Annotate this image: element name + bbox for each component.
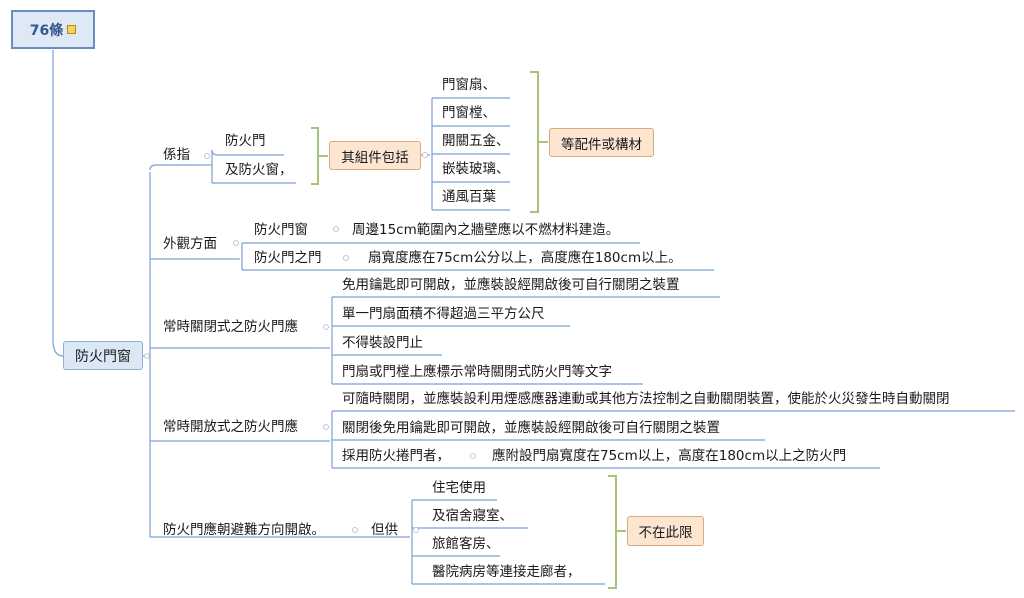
component-item[interactable]: 通風百葉 (442, 189, 496, 205)
branch2-row-text[interactable]: 周邊15cm範圍內之牆壁應以不燃材料建造。 (352, 222, 620, 238)
branch2-row-text[interactable]: 扇寬度應在75cm公分以上，高度應在180cm以上。 (368, 250, 682, 266)
branch4-item[interactable]: 可隨時關閉，並應裝設利用煙感應器連動或其他方法控制之自動關閉裝置，使能於火災發生… (342, 391, 950, 407)
branch5-sub-label[interactable]: 但供 (371, 522, 398, 538)
component-item[interactable]: 嵌裝玻璃、 (442, 161, 510, 177)
branch5-item[interactable]: 醫院病房等連接走廊者， (432, 564, 581, 580)
branch1-item-window[interactable]: 及防火窗， (225, 162, 293, 178)
note-icon[interactable] (67, 25, 77, 34)
branch3-item[interactable]: 門扇或門樘上應標示常時關閉式防火門等文字 (342, 364, 612, 380)
branch5-label[interactable]: 防火門應朝避難方向開啟。 (163, 522, 325, 538)
components-group-box[interactable]: 其組件包括 (329, 141, 421, 170)
branch3-item[interactable]: 不得裝設門止 (342, 335, 423, 351)
component-item[interactable]: 開關五金、 (442, 133, 510, 149)
branch4-shutter-label[interactable]: 採用防火捲門者， (342, 448, 450, 464)
exception-summary-label: 不在此限 (638, 525, 693, 541)
components-group-label: 其組件包括 (341, 149, 409, 166)
branch2-label[interactable]: 外觀方面 (163, 236, 217, 252)
branch4-item[interactable]: 關閉後免用鑰匙即可開啟，並應裝設經開啟後可自行關閉之裝置 (342, 420, 720, 436)
branch1-item-door[interactable]: 防火門 (225, 133, 266, 149)
root-topic-label: 76條 (29, 22, 64, 39)
branch3-label[interactable]: 常時關閉式之防火門應 (163, 319, 298, 335)
branch2-row-label[interactable]: 防火門窗 (254, 222, 308, 238)
branch1-label[interactable]: 係指 (163, 147, 190, 163)
main-topic-label: 防火門窗 (75, 348, 131, 365)
branch5-item[interactable]: 及宿舍寢室、 (432, 508, 513, 524)
branch3-item[interactable]: 單一門扇面積不得超過三平方公尺 (342, 306, 545, 322)
main-topic[interactable]: 防火門窗 (63, 341, 143, 370)
branch3-item[interactable]: 免用鑰匙即可開啟，並應裝設經開啟後可自行關閉之裝置 (342, 277, 680, 293)
component-item[interactable]: 門窗樘、 (442, 105, 496, 121)
branch2-row-label[interactable]: 防火門之門 (254, 250, 322, 266)
component-item[interactable]: 門窗扇、 (442, 77, 496, 93)
branch5-item[interactable]: 旅館客房、 (432, 536, 500, 552)
components-summary-label: 等配件或構材 (561, 136, 642, 153)
branch5-item[interactable]: 住宅使用 (432, 480, 486, 496)
components-summary-box[interactable]: 等配件或構材 (549, 128, 654, 157)
exception-summary-box[interactable]: 不在此限 (627, 516, 704, 546)
branch4-shutter-text[interactable]: 應附設門扇寬度在75cm以上，高度在180cm以上之防火門 (492, 448, 847, 464)
root-topic[interactable]: 76條 (11, 10, 95, 49)
branch4-label[interactable]: 常時開放式之防火門應 (163, 419, 298, 435)
